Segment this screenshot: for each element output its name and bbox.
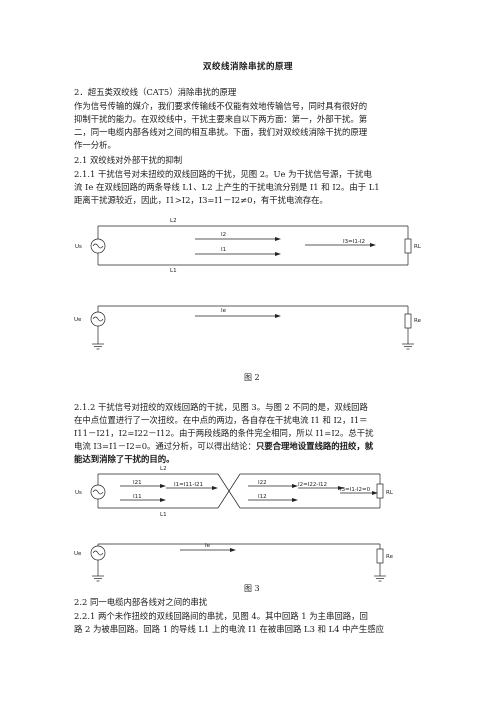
fig2-label-ue: Ue [74,317,82,323]
paragraph-line: 2.1.2 干扰信号对扭绞的双线回路的干扰，见图 3。与图 2 不同的是，双线回… [74,402,368,412]
conclusion-emphasis-line: 能达到消除了干扰的目的。 [74,454,175,464]
fig2-label-l1: L1 [170,268,177,274]
fig3-label-ue: Ue [74,551,82,557]
section-2-1-heading: 2.1 双绞线对外部干扰的抑制 [74,155,183,165]
section-2-2-heading: 2.2 同一电缆内部各线对之间的串扰 [74,597,208,607]
fig3-label-l2: L2 [160,466,167,472]
fig2-label-us: Us [75,244,82,250]
paragraph-line: I11－I21，I2=I22－I12。由于两段线路的条件完全相同，所以 I1=I… [74,428,374,438]
fig3-label-us: Us [75,490,82,496]
paragraph-line: 二，同一电缆内部各线对之间的相互串扰。下面，我们对双绞线消除干扰的原理 [74,127,368,137]
fig3-label-mid: I1=I11-I21 [174,482,203,488]
paragraph-line: 2.2.1 两个未作扭绞的双线回路间的串扰，见图 4。其中回路 1 为主串回路，… [74,611,368,621]
paragraph-line: 电流 I3=I1－I2=0。通过分析，可以得出结论：只要合理地设置线路的扭绞，就 [74,440,426,454]
fig3-label-ie: Ie [205,543,211,549]
fig3-label-rl: RL [386,490,394,496]
fig3-label-re: Re [386,554,394,560]
fig2-label-re: Re [414,318,422,324]
paragraph-line: 流 Ie 在双线回路的两条导线 L1、L2 上产生的干扰电流分别是 I1 和 I… [74,182,380,192]
fig2-label-i1: I1 [221,247,226,253]
fig3-label-right: I2=I22-I12 [298,482,327,488]
section-2-heading: 2．超五类双绞线（CAT5）消除串扰的原理 [74,87,237,97]
fig3-label-i21: I21 [133,480,142,486]
fig3-label-i22: I22 [258,480,267,486]
paragraph-line: 2.1.1 干扰信号对未扭绞的双线回路的干扰，见图 2。Ue 为干扰信号源，干扰… [74,169,372,179]
fig2-label-i3: I3=I1-I2 [343,239,365,245]
fig2-label-rl: RL [414,244,422,250]
fig3-label-i3: I3=I1-I2=0 [340,487,371,493]
figure-2-caption: 图 2 [244,373,260,382]
fig3-label-i12: I12 [258,494,267,500]
fig3-label-l1: L1 [160,512,167,518]
paragraph-text: 电流 I3=I1－I2=0。通过分析，可以得出结论： [74,441,256,451]
conclusion-emphasis: 只要合理地设置线路的扭绞，就 [255,441,374,451]
paragraph-line: 作一分析。 [74,140,116,150]
paragraph-line: 路 2 为被串回路。回路 1 的导线 L1 上的电流 I1 在被串回路 L3 和… [74,624,385,634]
doc-title: 双绞线消除串扰的原理 [202,62,293,72]
figure-3-caption: 图 3 [244,584,260,593]
paragraph-line: 距离干扰源较近，因此，I1>I2，I3=I1－I2≠0，有干扰电流存在。 [74,195,328,205]
fig2-label-i2: I2 [221,232,226,238]
fig2-label-ie: Ie [221,308,227,314]
paragraph-line: 在中点位置进行了一次扭绞。在中点的两边，各自存在干扰电流 I1 和 I2，I1＝ [74,415,368,425]
fig2-label-l2: L2 [170,218,177,224]
paragraph-line: 抑制干扰的能力。在双绞线中，干扰主要来自以下两方面：第一，外部干扰。第 [74,114,368,124]
fig3-label-i11: I11 [133,494,142,500]
paragraph-line: 作为信号传输的媒介，我们要求传输线不仅能有效地传输信号，同时具有很好的 [74,101,368,111]
